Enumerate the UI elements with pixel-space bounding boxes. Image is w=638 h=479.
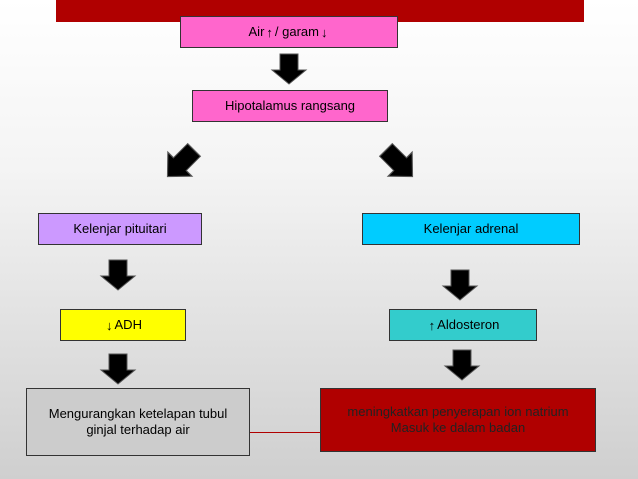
node-garam-label: / garam [274, 24, 319, 39]
node-pituitari-label: Kelenjar pituitari [73, 221, 167, 236]
node-air-garam: Air ↑ / garam ↓ [180, 16, 398, 48]
arrow-down-4 [100, 353, 136, 385]
node-aldosteron: ↑ Aldosteron [389, 309, 537, 341]
arrow-up-icon: ↑ [428, 317, 436, 333]
connector-line [250, 432, 320, 433]
node-adrenal: Kelenjar adrenal [362, 213, 580, 245]
node-pituitari: Kelenjar pituitari [38, 213, 202, 245]
arrow-down-icon: ↓ [106, 317, 113, 333]
node-adh: ↓ ADH [60, 309, 186, 341]
arrow-diag-left [154, 137, 207, 190]
node-mengurangkan-line2: ginjal terhadap air [86, 422, 190, 437]
arrow-down-5 [444, 349, 480, 381]
node-hipotalamus: Hipotalamus rangsang [192, 90, 388, 122]
arrow-diag-right [373, 137, 426, 190]
node-adrenal-label: Kelenjar adrenal [423, 221, 519, 236]
node-mengurangkan-line1: Mengurangkan ketelapan tubul [48, 406, 228, 421]
arrow-down-icon: ↓ [320, 24, 328, 40]
node-meningkatkan: meningkatkan penyerapan ion natrium Masu… [320, 388, 596, 452]
arrow-down-2 [100, 259, 136, 291]
node-aldosteron-label: Aldosteron [437, 317, 500, 332]
arrow-up-icon: ↑ [266, 24, 273, 40]
arrow-down-3 [442, 269, 478, 301]
node-hipotalamus-label: Hipotalamus rangsang [224, 98, 356, 113]
node-mengurangkan: Mengurangkan ketelapan tubul ginjal terh… [26, 388, 250, 456]
arrow-down-1 [271, 53, 307, 85]
node-meningkatkan-line1: meningkatkan penyerapan ion natrium [347, 404, 569, 419]
node-air-label: Air [248, 24, 265, 39]
node-meningkatkan-line2: Masuk ke dalam badan [390, 420, 526, 435]
node-adh-label: ADH [114, 317, 142, 332]
